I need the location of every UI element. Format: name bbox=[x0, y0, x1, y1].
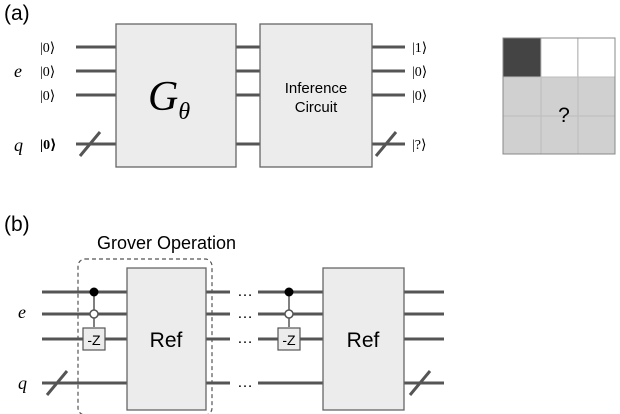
ref-gate-2 bbox=[322, 267, 405, 411]
ref-gate-label-1: Ref bbox=[150, 329, 183, 352]
ref-gate-1 bbox=[126, 267, 207, 411]
output-ket-1: |1⟩ bbox=[412, 41, 427, 56]
dots-row-2: … bbox=[237, 305, 253, 322]
bundle-slash-out bbox=[374, 131, 398, 157]
input-ket-q: |0⟩ bbox=[40, 138, 56, 153]
panel-a-label: (a) bbox=[4, 2, 30, 25]
inference-label-line2: Circuit bbox=[295, 99, 338, 116]
register-e-label-b: e bbox=[18, 302, 26, 322]
input-ket-1: |0⟩ bbox=[40, 41, 55, 56]
grid-question-mark: ? bbox=[558, 104, 570, 127]
inference-circuit-gate bbox=[259, 23, 373, 168]
z-gate-1 bbox=[82, 327, 106, 351]
control-dot-open-2 bbox=[284, 309, 294, 319]
dots-row-3: … bbox=[237, 330, 253, 347]
input-ket-2: |0⟩ bbox=[40, 65, 55, 80]
grid-cell-white-1 bbox=[541, 38, 577, 77]
bundle-slash-b-in bbox=[45, 370, 69, 396]
controlled-z-1: -Z bbox=[82, 287, 106, 351]
dots-row-q: … bbox=[237, 374, 253, 391]
bundle-slash-in bbox=[78, 131, 102, 157]
grover-operation-box bbox=[77, 258, 213, 414]
output-ket-q: |?⟩ bbox=[412, 138, 426, 153]
register-q-label-b: q bbox=[18, 373, 27, 393]
register-q-label-a: q bbox=[14, 135, 23, 155]
grover-operation-label: Grover Operation bbox=[97, 233, 236, 253]
z-gate-label-1: -Z bbox=[87, 332, 101, 348]
z-gate-2 bbox=[277, 327, 301, 351]
z-gate-label-2: -Z bbox=[282, 332, 296, 348]
inference-label-line1: Inference bbox=[285, 80, 348, 97]
g-theta-gate bbox=[115, 23, 237, 168]
bundle-slash-b-out bbox=[408, 370, 432, 396]
dots-row-1: … bbox=[237, 283, 253, 300]
grid-border bbox=[502, 37, 616, 155]
controlled-z-2: -Z bbox=[277, 287, 301, 351]
control-dot-filled-1 bbox=[89, 287, 99, 297]
grid-cell-white-2 bbox=[578, 38, 615, 77]
output-ket-2: |0⟩ bbox=[412, 65, 427, 80]
ref-gate-label-2: Ref bbox=[347, 329, 380, 352]
control-dot-filled-2 bbox=[284, 287, 294, 297]
repetition-dots: … … … … bbox=[237, 283, 253, 391]
register-e-label-a: e bbox=[14, 61, 22, 81]
control-dot-open-1 bbox=[89, 309, 99, 319]
output-ket-3: |0⟩ bbox=[412, 89, 427, 104]
g-theta-label: Gθ bbox=[148, 74, 190, 125]
grid-cell-dark bbox=[503, 38, 541, 77]
grid-lines bbox=[503, 38, 615, 154]
state-grid: ? bbox=[502, 37, 616, 155]
input-ket-3: |0⟩ bbox=[40, 89, 55, 104]
panel-b-label: (b) bbox=[4, 213, 30, 236]
